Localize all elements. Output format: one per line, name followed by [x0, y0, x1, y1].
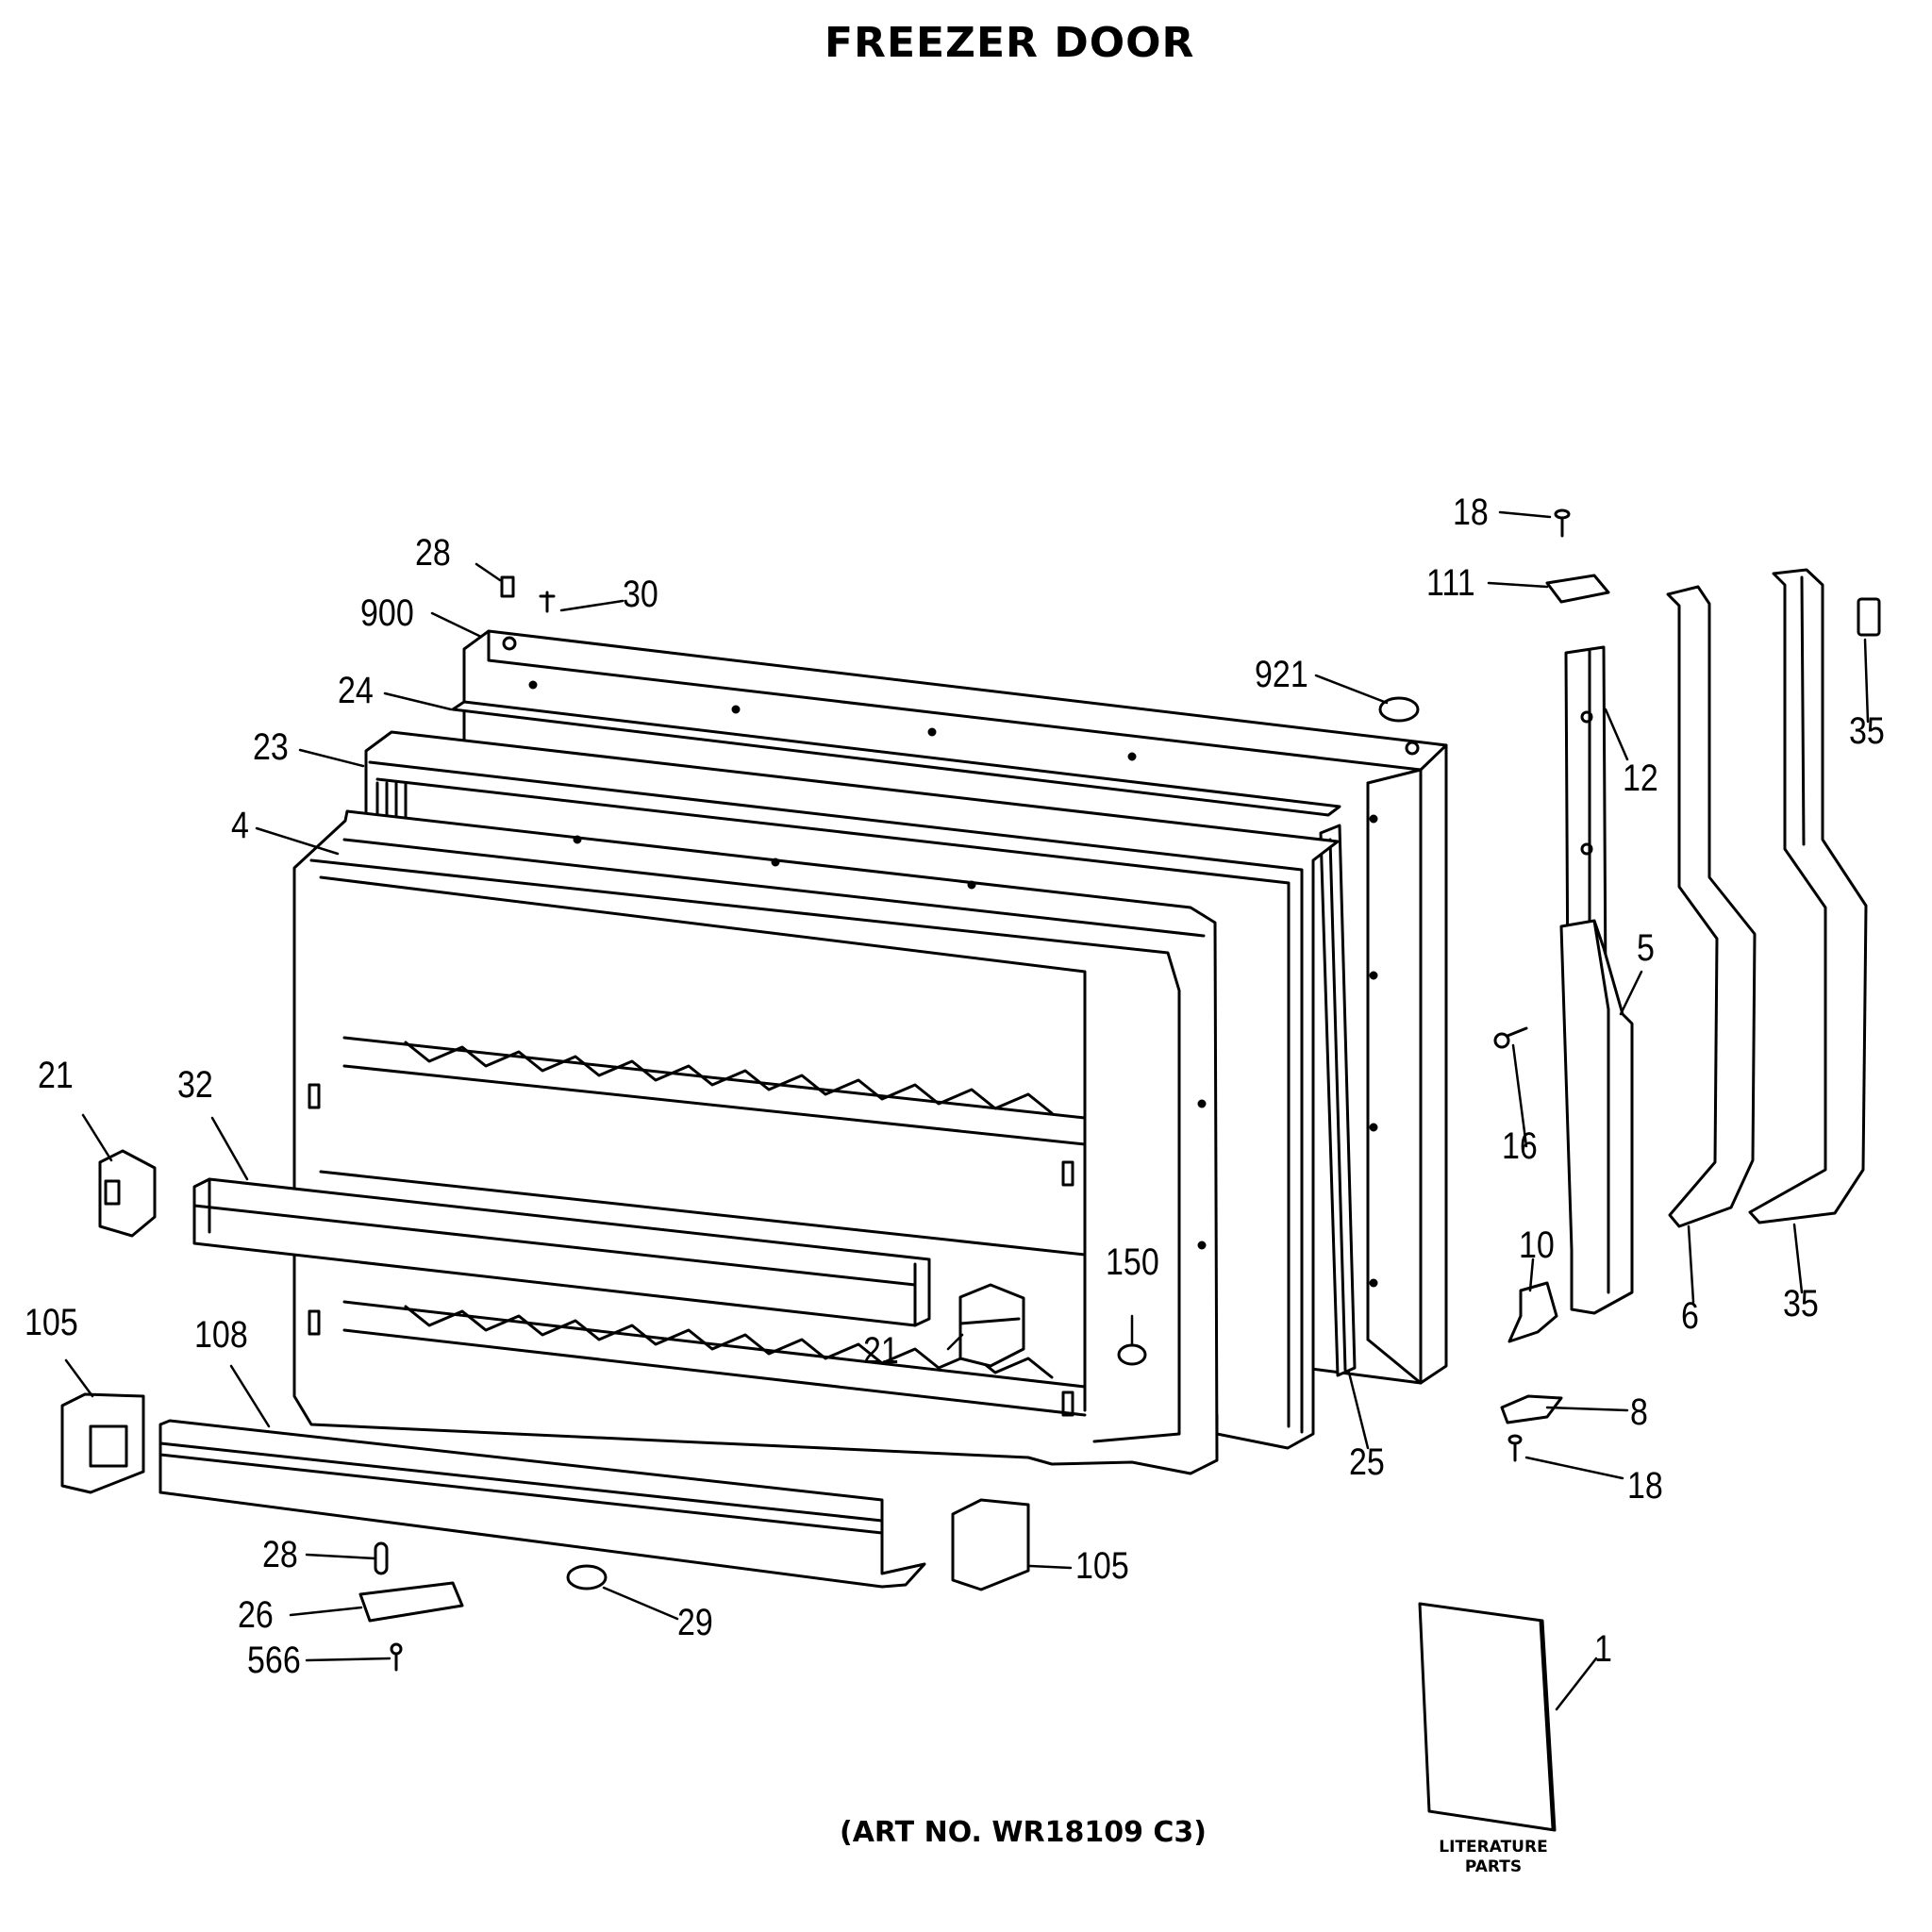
callout-566: 566 — [247, 1640, 301, 1681]
literature-label-line2: PARTS — [1464, 1857, 1523, 1876]
callout-105-left: 105 — [25, 1302, 78, 1343]
literature-label: LITERATURE PARTS — [1423, 1838, 1564, 1877]
inner-door-liner — [294, 811, 1217, 1474]
callout-18-bottom: 18 — [1627, 1465, 1663, 1507]
callout-150: 150 — [1106, 1241, 1159, 1283]
callout-28-top: 28 — [415, 532, 451, 574]
diagram-title: FREEZER DOOR — [824, 19, 1195, 67]
callout-16: 16 — [1502, 1125, 1538, 1167]
fasteners — [360, 510, 1569, 1670]
callout-1: 1 — [1594, 1628, 1612, 1670]
callout-4: 4 — [231, 805, 249, 846]
end-cap-center — [960, 1285, 1024, 1366]
callout-12: 12 — [1623, 758, 1658, 799]
callout-23: 23 — [253, 726, 289, 768]
top-strip — [453, 702, 1340, 815]
hinge-straps — [1668, 570, 1879, 1226]
callout-32: 32 — [177, 1064, 213, 1106]
callout-35-top: 35 — [1849, 710, 1885, 752]
callout-111: 111 — [1426, 562, 1475, 604]
literature-label-line1: LITERATURE — [1439, 1838, 1548, 1857]
callout-29: 29 — [677, 1602, 713, 1643]
end-cap-left — [100, 1151, 155, 1236]
leader-lines — [66, 512, 1868, 1709]
plug — [1380, 698, 1418, 721]
callout-24: 24 — [338, 670, 374, 711]
callout-10: 10 — [1519, 1224, 1555, 1266]
bottom-end-cap-left — [62, 1394, 143, 1492]
callout-900: 900 — [360, 592, 414, 634]
literature-booklet — [1420, 1604, 1555, 1830]
callout-5: 5 — [1637, 927, 1655, 969]
callout-18-top: 18 — [1453, 491, 1489, 533]
callout-921: 921 — [1255, 654, 1308, 695]
callout-8: 8 — [1630, 1391, 1648, 1433]
hinge-parts — [1502, 575, 1632, 1423]
callout-26: 26 — [238, 1594, 274, 1636]
callout-30: 30 — [623, 574, 658, 615]
callout-21-center: 21 — [863, 1330, 899, 1372]
bottom-end-cap-right — [953, 1500, 1028, 1590]
callout-108: 108 — [194, 1314, 248, 1356]
callout-21-left: 21 — [38, 1055, 74, 1096]
callout-6: 6 — [1681, 1295, 1699, 1337]
callout-105-right: 105 — [1075, 1545, 1129, 1587]
art-number: (ART NO. WR18109 C3) — [840, 1816, 1207, 1849]
callout-28-bottom: 28 — [262, 1534, 298, 1575]
callout-35-bottom: 35 — [1783, 1283, 1819, 1324]
callout-25: 25 — [1349, 1441, 1385, 1483]
upper-door-rail — [194, 1179, 929, 1325]
lower-door-rail — [160, 1421, 924, 1587]
